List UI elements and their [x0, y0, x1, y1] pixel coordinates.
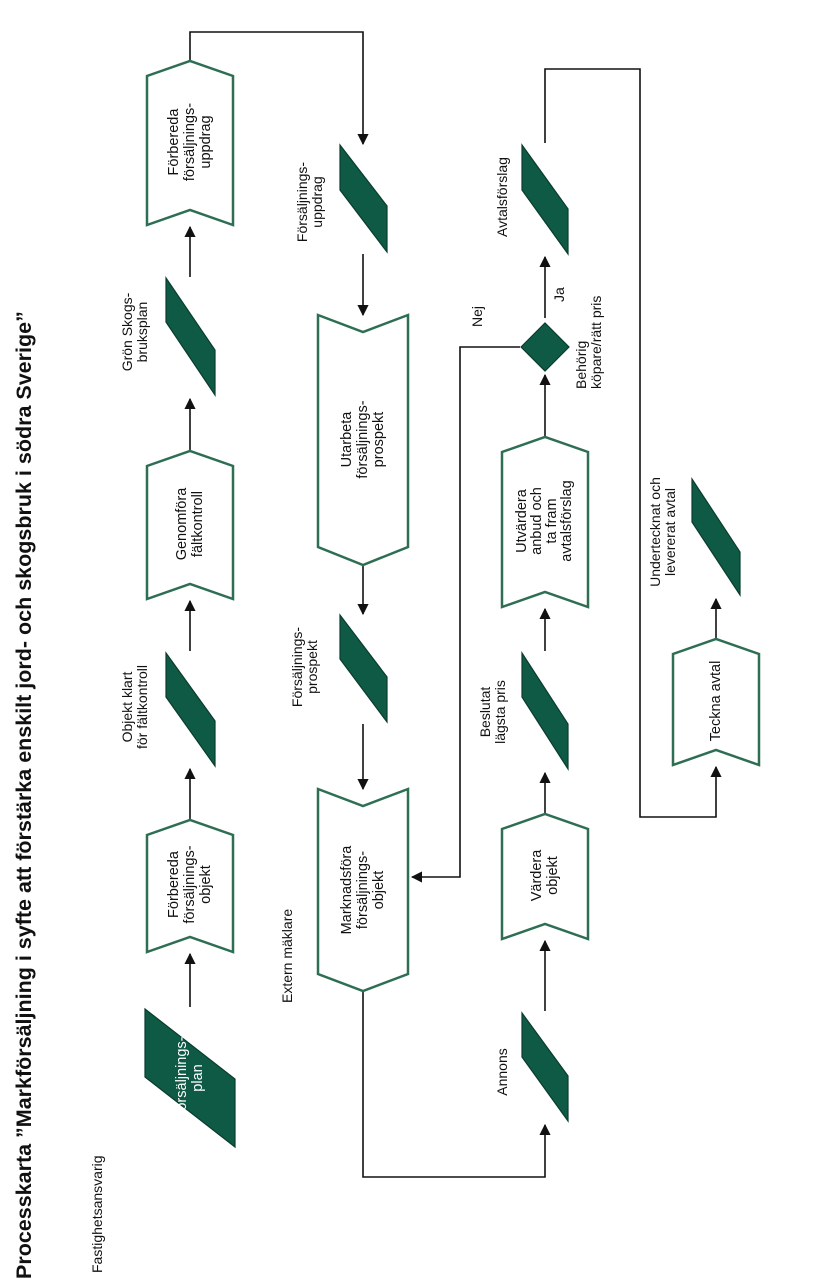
proc-teckna-avtal: Teckna avtal — [708, 660, 724, 742]
proc-utvardera-shape — [500, 435, 590, 609]
arrow-avtalsforslag-to-teckna — [544, 68, 722, 818]
decision-no-label: Nej — [469, 305, 485, 327]
doc-annons-shape — [521, 1011, 569, 1123]
proc-teckna-shape — [671, 637, 761, 767]
doc-forsaljningsprospekt-label: Försäljnings- prospekt — [289, 626, 320, 708]
doc-forsaljningsplan-shape — [144, 1007, 236, 1149]
decision-label: Behörig köpare/rätt pris — [573, 295, 604, 389]
proc-genomfora-faltkontroll: Genomföra fältkontroll — [174, 487, 206, 561]
arrow-marknadsfora-to-annons — [362, 991, 551, 1178]
doc-undertecknat-shape — [691, 476, 741, 598]
arrow-decision-no-to-marknadsfora — [410, 346, 520, 883]
proc-utarbeta-prospekt: Utarbeta försäljnings- prospekt — [339, 400, 387, 479]
doc-undertecknat-label: Undertecknat och levererat avtal — [647, 477, 678, 587]
decision-yes-label: Ja — [551, 287, 567, 302]
proc-forbereda-uppdrag: Förbereda försäljnings- uppdrag — [166, 102, 214, 182]
doc-avtalsforslag-label: Avtalsförslag — [494, 157, 510, 237]
decision-diamond — [520, 322, 570, 372]
doc-objekt-klart-shape — [165, 651, 216, 768]
proc-utarbeta-shape — [316, 313, 410, 567]
proc-forbereda-objekt-shape — [145, 818, 235, 954]
proc-faltkontroll-shape — [145, 449, 235, 601]
doc-gron-skogsbruksplan-shape — [165, 276, 216, 397]
doc-forsaljningsuppdrag-label: Försäljnings- uppdrag — [294, 161, 325, 243]
proc-forbereda-uppdrag-shape — [145, 59, 235, 227]
proc-vardera-objekt: Värdera objekt — [529, 849, 561, 902]
doc-forsaljningsprospekt-shape — [339, 613, 388, 724]
proc-forbereda-objekt: Förbereda försäljnings- objekt — [166, 845, 214, 924]
doc-beslutat-label: Beslutat lägsta pris — [477, 680, 508, 744]
doc-forsaljningsuppdrag-shape — [339, 143, 388, 254]
arrow-uppdrag-to-forsaljningsuppdrag — [189, 31, 369, 146]
proc-vardera-shape — [500, 812, 590, 941]
doc-annons-label: Annons — [494, 1048, 510, 1096]
doc-forsaljningsplan: Försäljnings- plan — [174, 1036, 206, 1120]
doc-beslutat-shape — [521, 650, 569, 772]
proc-marknadsfora-shape — [316, 787, 410, 993]
proc-marknadsfora-objekt: Marknadsföra försäljnings- objekt — [339, 845, 387, 935]
proc-utvardera-anbud: Utvärdera anbud och ta fram avtalsförsla… — [514, 480, 575, 562]
doc-gron-skogsbruksplan-label: Grön Skogs- bruksplan — [119, 292, 150, 372]
doc-avtalsforslag-shape — [521, 143, 569, 256]
doc-objekt-klart-label: Objekt klart för fältkontroll — [119, 664, 150, 750]
